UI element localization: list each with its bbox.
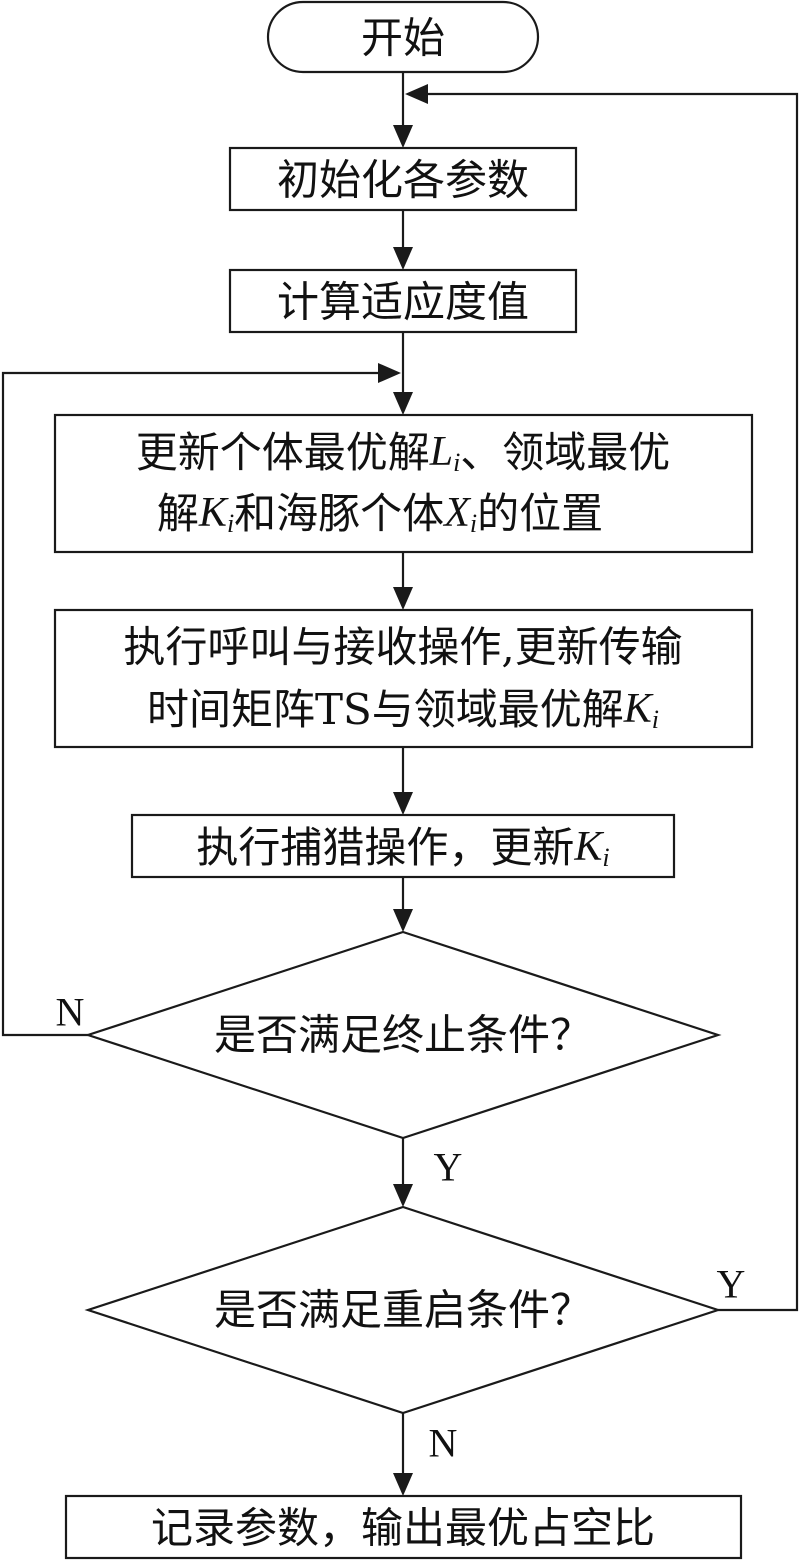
terminate-decision: 是否满足终止条件？ [84, 930, 722, 1140]
restart-label: 是否满足重启条件？ [214, 1286, 592, 1335]
fitness-node: 计算适应度值 [228, 268, 578, 334]
restart-no-label: N [429, 1421, 458, 1466]
hunt-label: 执行捕猎操作，更新Ki [196, 823, 609, 872]
update-line2-var1: K [198, 490, 229, 536]
restart-yes-label: Y [717, 1262, 746, 1307]
call-line2-sub: i [652, 705, 659, 734]
update-label-line2: 解Ki和海豚个体Xi的位置 [157, 489, 603, 538]
terminate-label: 是否满足终止条件？ [214, 1011, 592, 1060]
update-line2-text-c: 的位置 [477, 489, 603, 538]
start-node: 开始 [266, 0, 540, 74]
hunt-node: 执行捕猎操作，更新Ki [130, 813, 676, 879]
edge-call-hunt [393, 747, 413, 815]
call-line2-var: K [623, 686, 654, 732]
hunt-var: K [573, 824, 604, 870]
edge-terminate-no-loop [1, 363, 401, 1037]
update-line2-var2: X [442, 490, 472, 536]
edge-start-init [393, 72, 413, 148]
update-line2-text-b: 和海豚个体 [234, 489, 444, 538]
edge-update-call [393, 552, 413, 610]
call-label-line1: 执行呼叫与接收操作,更新传输 [123, 623, 682, 672]
update-line2-text-a: 解 [157, 489, 199, 538]
edge-fitness-update [393, 332, 413, 415]
terminate-no-label: N [56, 990, 85, 1035]
start-label: 开始 [361, 14, 445, 63]
fitness-label: 计算适应度值 [277, 278, 529, 327]
edge-hunt-terminate [393, 877, 413, 932]
update-line1-sub: i [453, 448, 460, 477]
edge-terminate-restart [393, 1138, 413, 1207]
init-node: 初始化各参数 [228, 146, 578, 212]
update-node: 更新个体最优解Li、领域最优 解Ki和海豚个体Xi的位置 [53, 413, 754, 554]
call-line2-text: 时间矩阵TS与领域最优解 [147, 685, 624, 734]
update-line1-var: L [429, 429, 453, 475]
restart-decision: 是否满足重启条件？ [84, 1205, 722, 1415]
hunt-text: 执行捕猎操作，更新 [196, 823, 574, 872]
terminate-yes-label: Y [434, 1145, 463, 1190]
update-line2-sub2: i [470, 509, 477, 538]
update-label-line1: 更新个体最优解Li、领域最优 [136, 428, 671, 477]
update-line1-text-a: 更新个体最优解 [136, 428, 430, 477]
edge-restart-yes-loop [405, 84, 799, 1312]
record-label: 记录参数，输出最优占空比 [151, 1504, 655, 1553]
call-node: 执行呼叫与接收操作,更新传输 时间矩阵TS与领域最优解Ki [53, 608, 754, 749]
call-label-line2: 时间矩阵TS与领域最优解Ki [147, 685, 659, 734]
update-line1-text-b: 、领域最优 [460, 428, 670, 477]
record-node: 记录参数，输出最优占空比 [64, 1494, 743, 1560]
edge-init-fitness [393, 210, 413, 270]
update-line2-sub1: i [227, 509, 234, 538]
hunt-sub: i [602, 843, 609, 872]
edge-restart-record [393, 1413, 413, 1496]
init-label: 初始化各参数 [277, 156, 529, 205]
